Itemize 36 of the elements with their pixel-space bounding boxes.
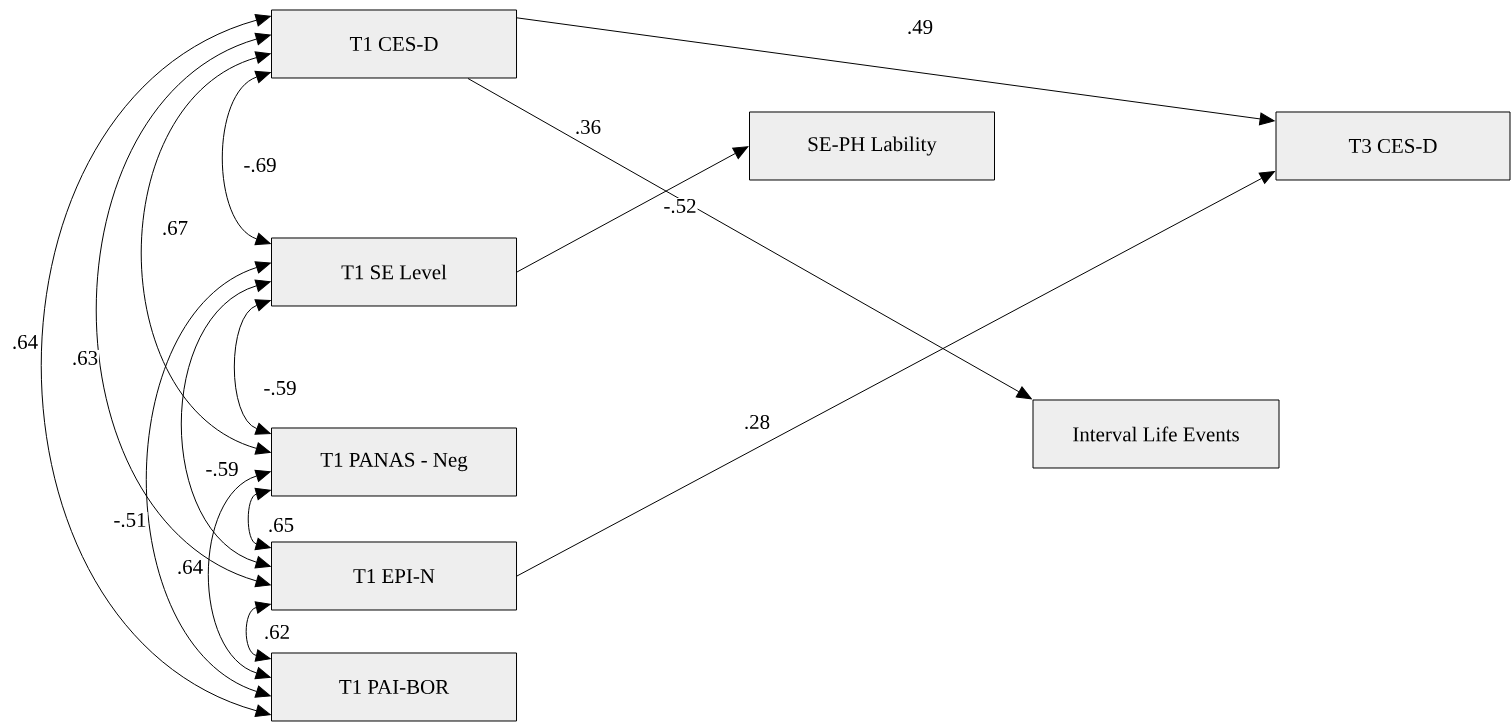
edge-label: -.59: [262, 379, 298, 397]
edge-label: .64: [175, 558, 205, 576]
variable-box: SE-PH Lability: [749, 111, 995, 181]
path-arrow: [516, 171, 1275, 577]
variable-box: T1 CES-D: [271, 9, 517, 79]
correlation-arrow: [180, 279, 271, 569]
edge-label: .62: [262, 623, 292, 641]
correlation-arrow: [40, 14, 271, 717]
variable-box: T1 SE Level: [271, 237, 517, 307]
correlation-arrow: [233, 299, 271, 435]
variable-box: T3 CES-D: [1275, 111, 1511, 181]
variable-box: T1 PANAS - Neg: [271, 427, 517, 497]
edge-label: .49: [905, 18, 935, 36]
correlation-arrow: [221, 70, 271, 246]
correlation-arrow: [247, 487, 271, 551]
edge-label: .36: [573, 118, 603, 136]
correlation-arrow: [95, 32, 271, 588]
variable-box: T1 PAI-BOR: [271, 652, 517, 722]
path-arrow: [467, 78, 1032, 400]
edge-label: .28: [742, 413, 772, 431]
correlation-arrow: [145, 261, 271, 698]
edge-label: -.59: [204, 460, 240, 478]
variable-box: T1 EPI-N: [271, 541, 517, 611]
correlation-arrow: [140, 51, 271, 455]
path-arrow: [516, 146, 749, 273]
edge-label: .67: [160, 219, 190, 237]
edge-label: .65: [266, 516, 296, 534]
edge-label: -.52: [662, 197, 698, 215]
correlation-arrow: [245, 601, 271, 662]
edge-label: -.51: [112, 511, 148, 529]
edge-label: -.69: [242, 156, 278, 174]
variable-box: Interval Life Events: [1032, 399, 1280, 469]
correlation-arrow: [207, 469, 271, 680]
edge-label: .64: [10, 333, 40, 351]
edge-label: .63: [70, 349, 100, 367]
path-arrow: [516, 17, 1275, 126]
